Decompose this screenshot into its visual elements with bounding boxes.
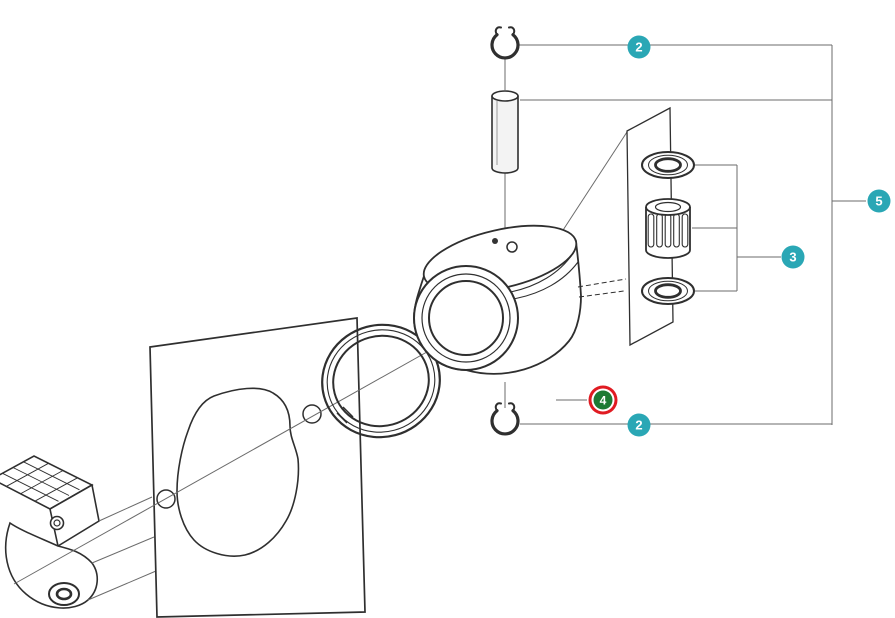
callout-2-top[interactable]: 2 — [627, 35, 651, 59]
top-washer — [641, 151, 695, 179]
crankcase-grid — [2, 461, 80, 502]
crankcase — [0, 455, 157, 609]
needle-bearing — [645, 198, 691, 259]
callout-label: 4 — [599, 393, 607, 407]
retaining-ring-top — [490, 26, 520, 60]
piston-ring — [321, 323, 441, 439]
crown-hole — [506, 241, 518, 253]
callout-label: 3 — [789, 249, 797, 265]
bearing-plate — [626, 106, 674, 347]
callout-5[interactable]: 5 — [867, 189, 891, 213]
crown-mark — [492, 238, 498, 244]
callout-label: 2 — [635, 417, 643, 433]
callout-2-bottom[interactable]: 2 — [627, 413, 651, 437]
piston — [413, 224, 627, 375]
leader-lines — [519, 44, 866, 425]
bottom-washer — [641, 277, 695, 305]
gasket-plate — [149, 317, 366, 618]
callout-4-selected[interactable]: 4 — [593, 390, 613, 410]
piston-pin — [491, 90, 519, 174]
axis-line — [13, 329, 467, 585]
gasket-opening — [176, 387, 300, 557]
callout-label: 2 — [635, 39, 643, 55]
callout-3[interactable]: 3 — [781, 245, 805, 269]
callout-label: 5 — [875, 193, 883, 209]
retaining-ring-bottom — [490, 402, 520, 436]
